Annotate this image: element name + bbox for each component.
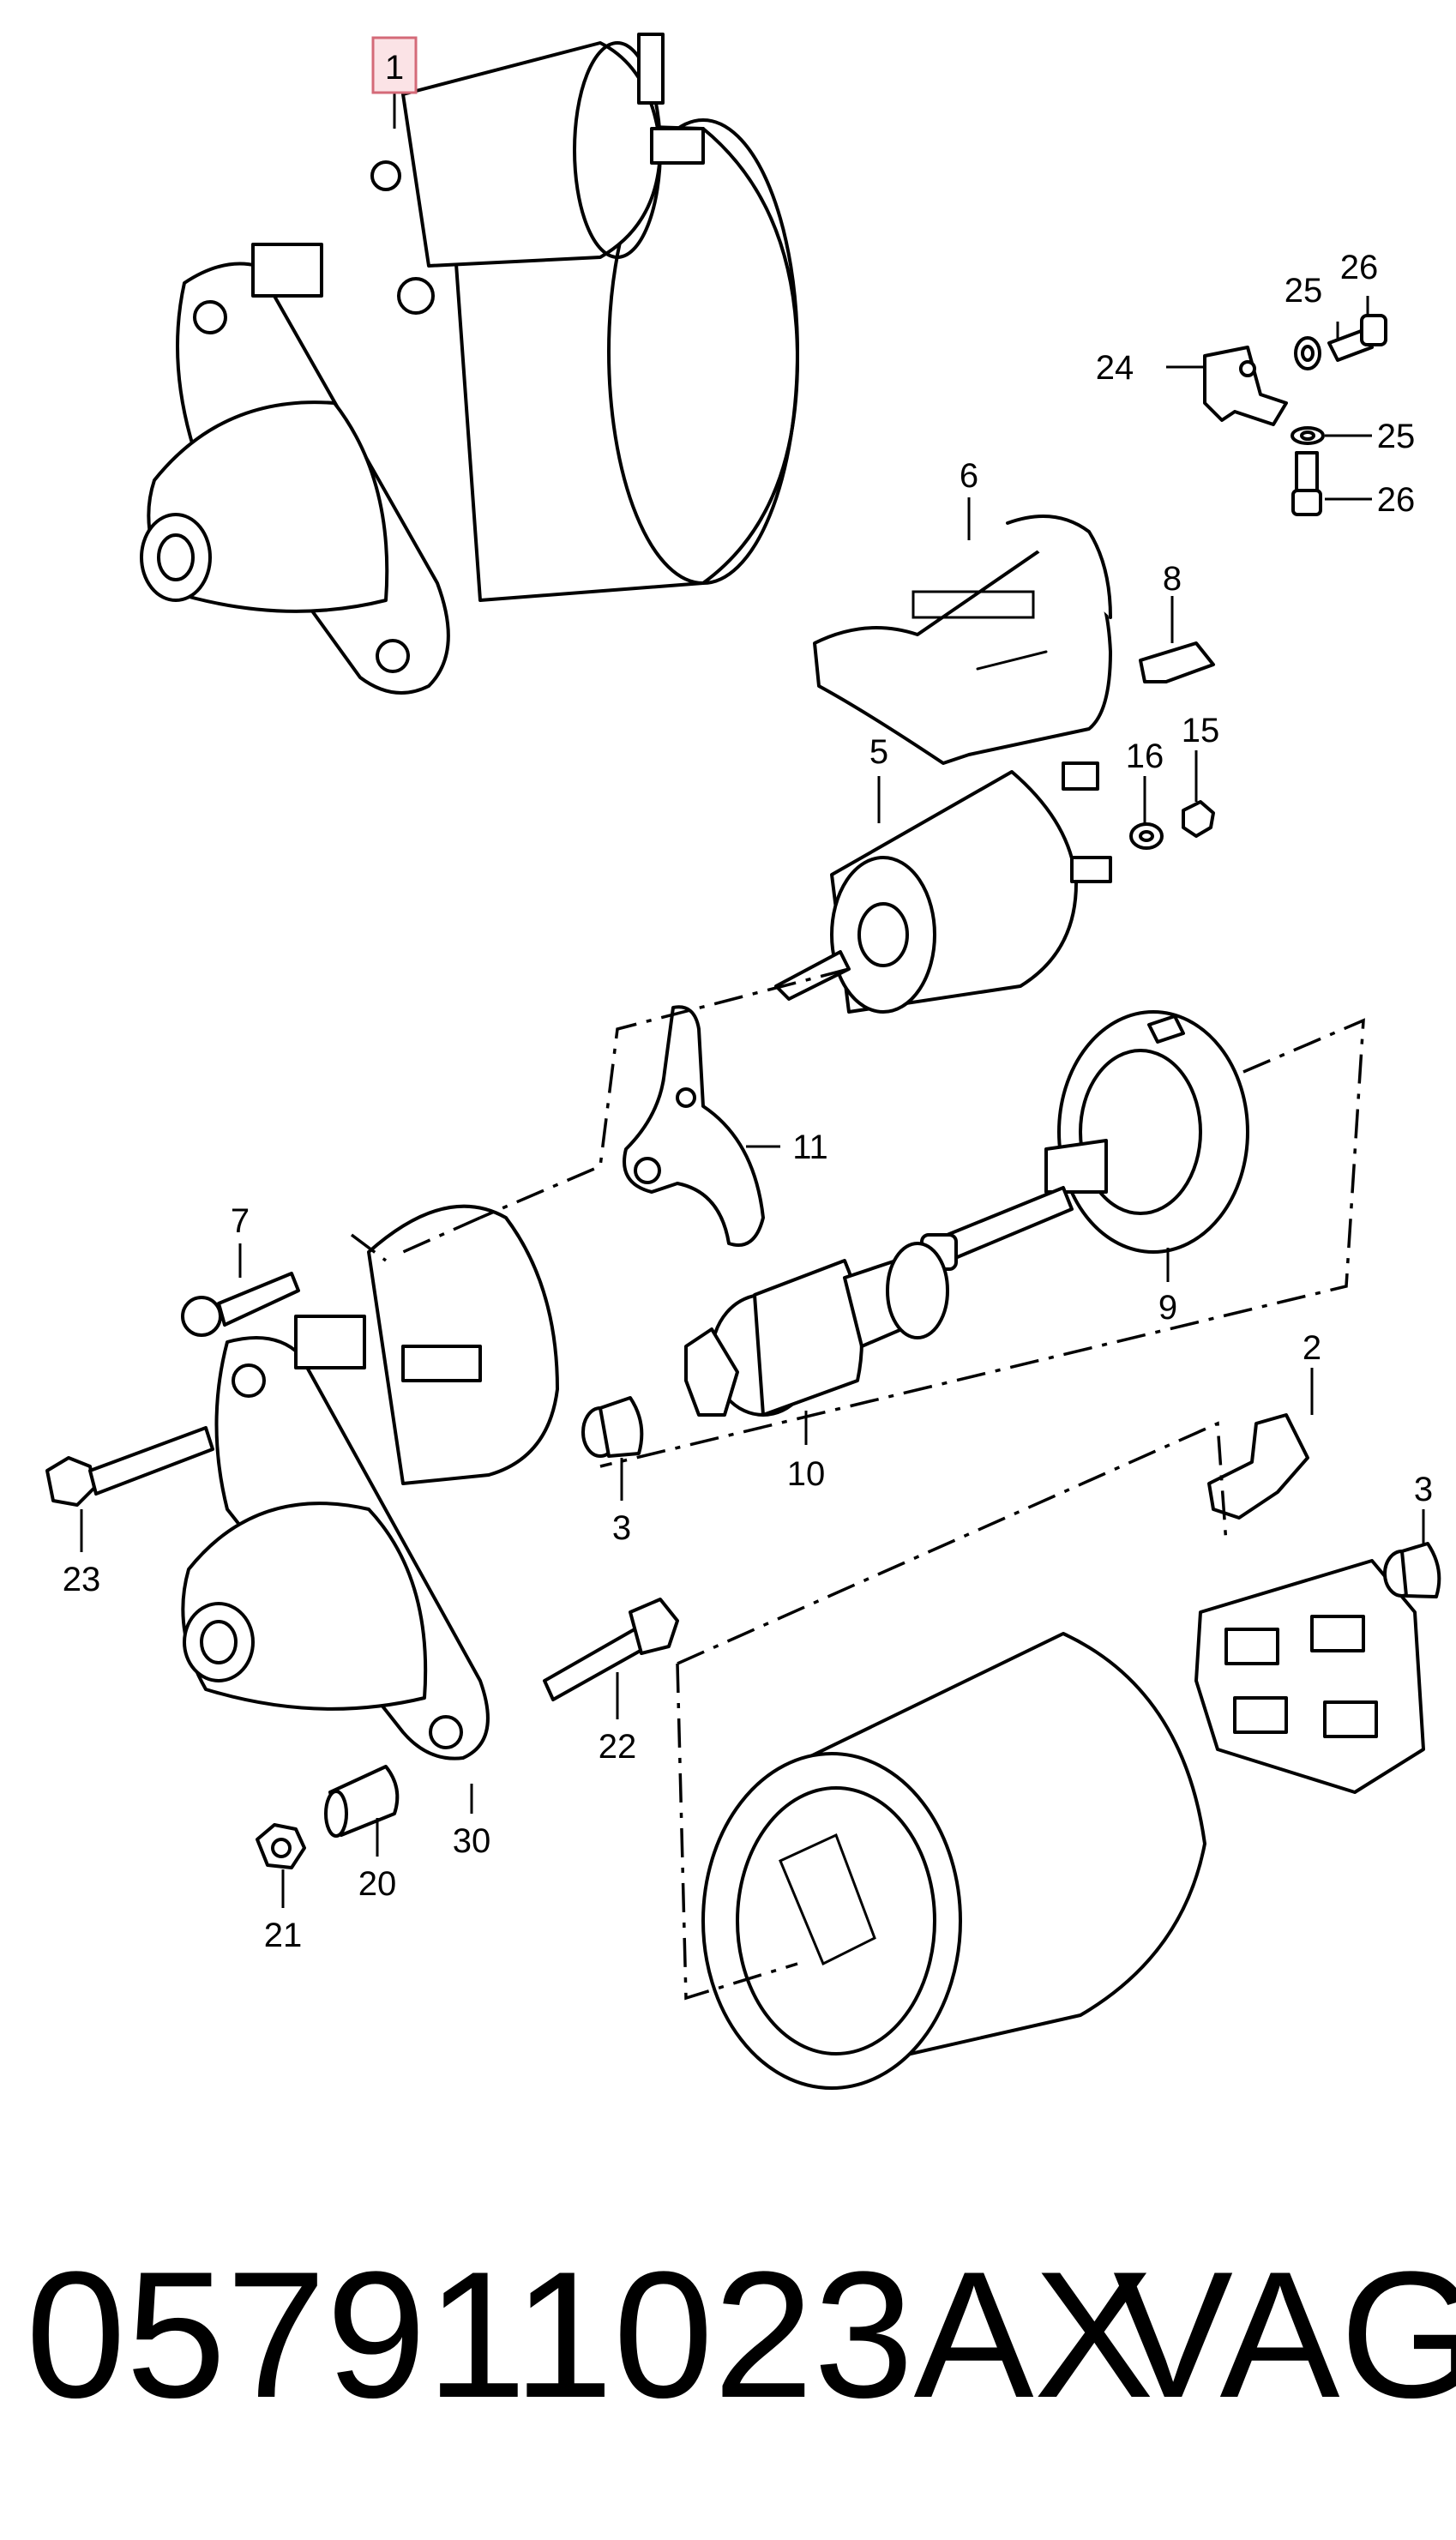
callout-20[interactable]: 20	[358, 1865, 397, 1903]
bushing-left[interactable]	[581, 1396, 644, 1458]
bracket-and-screws[interactable]	[1203, 314, 1387, 516]
brush-holder-plate[interactable]	[1194, 1413, 1425, 1794]
highlighted-callout-box	[371, 36, 418, 94]
bolt-7[interactable]	[181, 1272, 300, 1337]
part-number-text: 057911023AX	[26, 2234, 1154, 2435]
callout-15[interactable]: 15	[1182, 712, 1220, 749]
engagement-lever[interactable]	[623, 1005, 765, 1247]
callout-11[interactable]: 11	[792, 1129, 828, 1166]
bolt-23[interactable]	[45, 1426, 214, 1507]
drive-end-housing[interactable]	[920, 1010, 1249, 1271]
callout-26a[interactable]: 26	[1340, 249, 1379, 286]
callout-3b[interactable]: 3	[1414, 1471, 1433, 1508]
bolt-22[interactable]	[543, 1598, 679, 1701]
nut-and-washer[interactable]	[1129, 800, 1215, 850]
leader-lines	[80, 93, 1425, 1908]
part-callouts: 1 26 25 24 25 26 6 8 16 15 5 11 7 9 10 3…	[63, 36, 1433, 1954]
callout-30[interactable]: 30	[453, 1822, 491, 1860]
commutator-end-housing[interactable]	[181, 1204, 559, 1761]
solenoid-switch[interactable]	[774, 761, 1112, 1014]
brand-text: VAG	[1113, 2234, 1456, 2435]
assembly-boundary-lines	[350, 967, 1365, 2001]
sleeve-20[interactable]	[324, 1765, 400, 1838]
bushing-right[interactable]	[1383, 1542, 1441, 1598]
callout-5[interactable]: 5	[869, 733, 888, 771]
callout-25a[interactable]: 25	[1285, 272, 1323, 310]
starter-motor-assembly[interactable]	[140, 33, 799, 695]
callout-9[interactable]: 9	[1158, 1289, 1177, 1327]
field-housing[interactable]	[701, 1632, 1206, 2090]
callout-8[interactable]: 8	[1163, 560, 1182, 598]
callout-26b[interactable]: 26	[1377, 481, 1416, 519]
callout-1[interactable]: 1	[385, 49, 404, 87]
callout-24[interactable]: 24	[1096, 349, 1134, 387]
callout-6[interactable]: 6	[960, 457, 978, 495]
callout-25b[interactable]: 25	[1377, 418, 1416, 455]
callout-21[interactable]: 21	[264, 1917, 303, 1954]
connector-clip[interactable]	[1139, 641, 1215, 683]
callout-23[interactable]: 23	[63, 1561, 101, 1598]
callout-22[interactable]: 22	[599, 1728, 637, 1766]
callout-10[interactable]: 10	[787, 1455, 826, 1493]
callout-2[interactable]: 2	[1303, 1329, 1321, 1367]
callout-16[interactable]: 16	[1126, 737, 1164, 775]
callout-3a[interactable]: 3	[612, 1509, 631, 1547]
callout-7[interactable]: 7	[231, 1202, 250, 1240]
pinion-drive[interactable]	[684, 1242, 949, 1417]
nut-21[interactable]	[256, 1823, 306, 1869]
solenoid-cover[interactable]	[813, 515, 1112, 765]
